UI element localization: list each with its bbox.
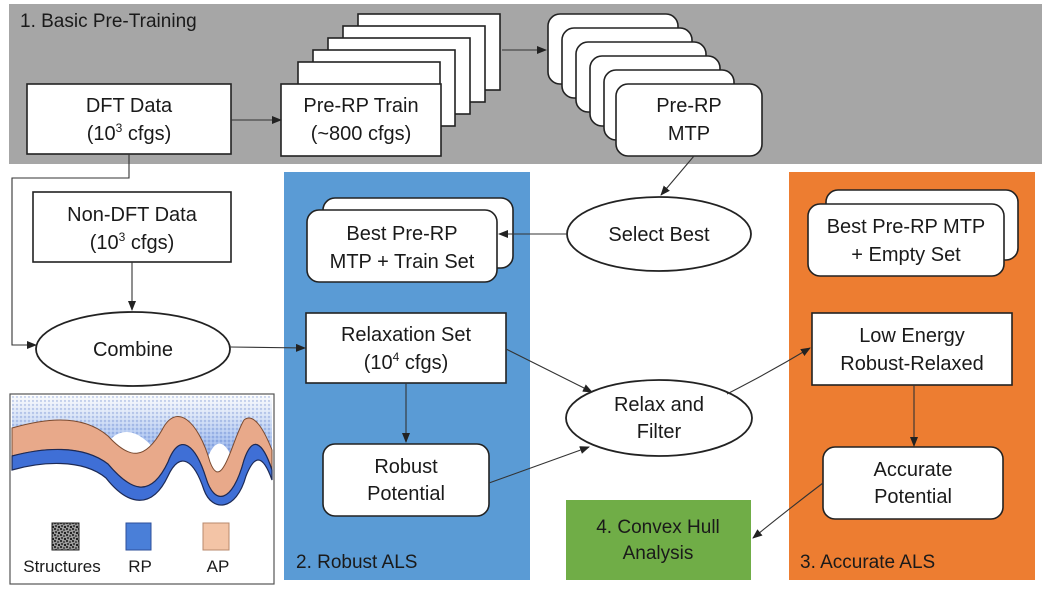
pre-rp-mtp-line2: MTP [668, 123, 710, 145]
edge-combine-to-relaxation [229, 343, 306, 352]
panel-accurate-label: 3. Accurate ALS [800, 552, 935, 573]
rp-swatch [125, 522, 152, 551]
robust-potential-line1: Robust [374, 456, 438, 478]
non-dft-data-line2: (103 cfgs) [90, 230, 175, 254]
relaxation-set-line2: (104 cfgs) [364, 350, 449, 374]
edge-mtp-to-select [660, 155, 695, 196]
pre-rp-train-line1: Pre-RP Train [303, 95, 418, 117]
node-best-pre-rp-empty-set: Best Pre-RP MTP + Empty Set [807, 189, 1019, 277]
best-pre-rp-train-line1: Best Pre-RP [346, 223, 457, 245]
dft-data-line2: (103 cfgs) [87, 121, 172, 145]
best-pre-rp-train-line2: MTP + Train Set [330, 251, 475, 273]
edge-relax-to-lowenergy [726, 347, 811, 395]
node-relax-filter: Relax and Filter [565, 379, 753, 457]
edges [11, 46, 918, 539]
low-energy-line1: Low Energy [859, 325, 965, 347]
convex-hull-label-line2: Analysis [623, 543, 694, 564]
legend-ap: AP [207, 557, 230, 576]
relax-filter-line2: Filter [637, 421, 682, 443]
panel-basic-label: 1. Basic Pre-Training [20, 11, 197, 32]
edge-relaxation-to-relax [505, 348, 593, 393]
edge-accurate-to-convex [752, 482, 824, 539]
inset-energy-landscape: Structures RP AP [9, 393, 275, 585]
legend-structures: Structures [23, 557, 100, 576]
panel-convex-hull: 4. Convex Hull Analysis [566, 500, 751, 580]
node-combine: Combine [35, 311, 231, 387]
node-relaxation-set: Relaxation Set (104 cfgs) [305, 312, 507, 384]
select-best-label: Select Best [608, 224, 710, 246]
node-pre-rp-train-stack: Pre-RP Train (~800 cfgs) [280, 13, 501, 157]
structures-swatch [51, 522, 80, 551]
node-accurate-potential: Accurate Potential [822, 446, 1004, 520]
combine-label: Combine [93, 339, 173, 361]
low-energy-line2: Robust-Relaxed [840, 353, 983, 375]
edge-dft-to-combine [11, 154, 130, 349]
non-dft-data-line1: Non-DFT Data [67, 204, 198, 226]
robust-potential-line2: Potential [367, 483, 445, 505]
best-pre-rp-empty-line2: + Empty Set [851, 244, 961, 266]
relaxation-set-line1: Relaxation Set [341, 324, 472, 346]
dft-data-line1: DFT Data [86, 95, 173, 117]
node-non-dft-data: Non-DFT Data (103 cfgs) [32, 191, 232, 263]
relax-filter-line1: Relax and [614, 394, 704, 416]
accurate-potential-line2: Potential [874, 486, 952, 508]
pre-rp-mtp-line1: Pre-RP [656, 95, 722, 117]
convex-hull-label-line1: 4. Convex Hull [596, 517, 720, 538]
node-robust-potential: Robust Potential [322, 443, 490, 517]
best-pre-rp-empty-line1: Best Pre-RP MTP [827, 216, 986, 238]
node-select-best: Select Best [566, 196, 752, 272]
accurate-potential-line1: Accurate [874, 459, 953, 481]
node-pre-rp-mtp-stack: Pre-RP MTP [547, 13, 763, 157]
panel-robust-label: 2. Robust ALS [296, 552, 417, 573]
node-dft-data: DFT Data (103 cfgs) [26, 83, 232, 155]
node-best-pre-rp-train-set: Best Pre-RP MTP + Train Set [306, 197, 514, 283]
edge-robust-to-relax [488, 446, 590, 484]
pre-rp-train-line2: (~800 cfgs) [311, 123, 412, 145]
ap-swatch [202, 522, 230, 551]
node-low-energy: Low Energy Robust-Relaxed [811, 312, 1013, 386]
legend-rp: RP [128, 557, 152, 576]
